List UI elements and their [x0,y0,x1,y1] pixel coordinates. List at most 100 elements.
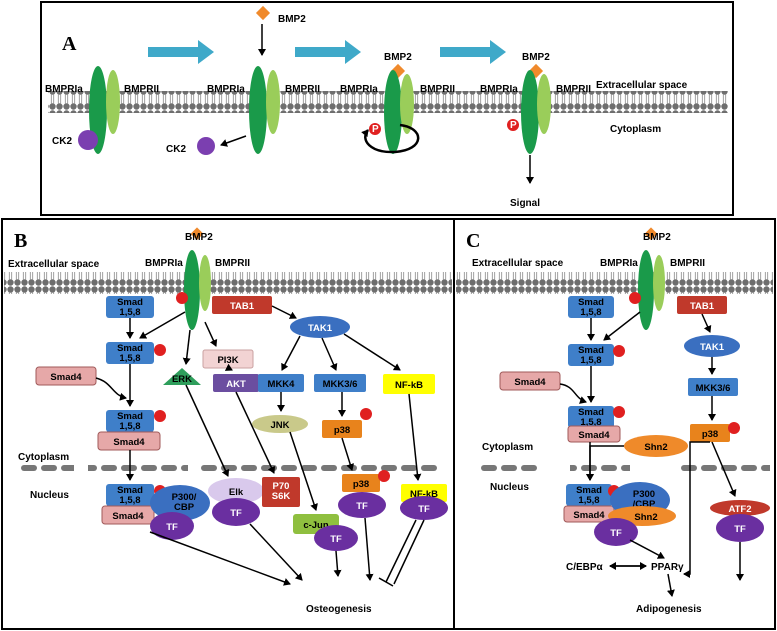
panel-b-letter: B [14,230,27,252]
panel-a: A BMPRIa BMPRII CK2 BMP2 BMPRIa BMPRII C… [40,1,734,216]
mkk4-label-b: MKK4 [268,379,296,390]
p38-label-c: p38 [702,429,718,440]
nuclear-membrane-b1 [20,463,74,471]
smad158-b3 [106,410,154,432]
receptor-complex-b [184,250,211,330]
smad158-b4 [106,484,154,506]
nuclear-membrane-b3 [200,463,440,471]
bmp2-label-c: BMP2 [643,232,671,243]
bmp2-label-b: BMP2 [185,232,213,243]
ck2-label-a1: CK2 [52,136,72,147]
erk-b [163,368,201,385]
ck2-bound [78,130,98,150]
tab1-c [677,296,727,314]
nucleus-label-b: Nucleus [30,490,69,501]
shn2-c1 [624,435,688,457]
cytoplasm-label-c: Cytoplasm [482,442,533,453]
phospho-p38-b2 [378,470,390,482]
elk-label-b: Elk [229,487,244,498]
tf-b4 [400,496,448,520]
panel-c-letter: C [466,230,480,252]
smad4-label-b2: Smad4 [113,437,145,448]
p38-label-b2: p38 [353,479,369,490]
p38-b1 [322,420,362,438]
receptor2-label-b: BMPRII [215,258,250,269]
smad158-c2 [568,344,614,366]
bmp2-label-a4: BMP2 [522,52,550,63]
nucleus-label-c: Nucleus [490,482,529,493]
panel-b-membrane [4,272,452,294]
mkk36-b [314,374,366,392]
tf-label-b1: TF [166,522,178,533]
cytoplasm-label-a: Cytoplasm [610,124,661,135]
tf-label-c2: TF [734,524,746,535]
signal-label: Signal [510,198,540,209]
p70s6k-b [262,477,300,507]
bmp2-label-a3: BMP2 [384,52,412,63]
p38-c [690,424,730,442]
phospho-p38-b1 [360,408,372,420]
tf-b3 [338,492,386,518]
ck2-label-a2: CK2 [166,144,186,155]
tf-c1 [594,518,638,546]
akt-b [213,374,259,392]
bmp2-label-a2: BMP2 [278,14,306,25]
panel-b: B Extracellular space BMP2 BMPRIa BMPRII… [1,218,455,630]
receptor1-label-a4: BMPRIa [480,84,518,95]
label-line: 1,5,8 [119,495,140,506]
phospho-receptor-b [176,292,188,304]
ck2-released [197,137,215,155]
tak1-label-c: TAK1 [700,342,725,353]
phospho-label-a4: P [510,120,517,131]
phospho-a4 [507,119,519,131]
jnk-label-b: JNK [270,420,289,431]
step-arrow-1 [148,40,214,64]
smad4-c2 [567,425,621,443]
smad4-b2 [97,431,161,451]
smad4-label-b1: Smad4 [50,372,82,383]
label-line: 1,5,8 [119,353,140,364]
jnk-b [252,415,308,433]
tf-b2 [212,498,260,526]
atf2-label-c: ATF2 [728,504,751,515]
receptor2-label-c: BMPRII [670,258,705,269]
nfkb-b1 [383,374,435,394]
cjun-label-b: c-Jun [303,520,329,531]
receptor-complex-a3 [384,70,414,154]
tf-label-b3: TF [356,501,368,512]
tf-label-b2: TF [230,508,242,519]
p38-b2 [342,474,380,492]
panel-b-arrows [95,305,425,587]
label-line: 1,5,8 [580,355,601,366]
extracellular-label-c: Extracellular space [472,258,564,269]
tf-label-b5: TF [330,534,342,545]
step-arrow-3 [440,40,506,64]
nuclear-membrane-c3 [680,463,770,471]
tf-b1 [150,512,194,540]
shn2-label-c2: Shn2 [634,512,657,523]
receptor1-label-c: BMPRIa [600,258,638,269]
extracellular-label-b: Extracellular space [8,259,100,270]
receptor2-label-a4: BMPRII [556,84,591,95]
receptor1-label-b: BMPRIa [145,258,183,269]
smad4-b3 [101,505,155,525]
label-line: 1,5,8 [119,307,140,318]
smad4-label-c1: Smad4 [514,377,546,388]
ppar-label: PPARγ [651,562,684,573]
phospho-smad-b2 [154,344,166,356]
label-line: S6K [272,491,291,502]
osteogenesis-label: Osteogenesis [306,604,372,615]
phospho-label-a3: P [372,124,379,135]
receptor2-label-a1: BMPRII [124,84,159,95]
receptor-complex-c [638,250,665,330]
smad158-c3 [568,406,614,428]
receptor2-label-a2: BMPRII [285,84,320,95]
arrow-ck2-release [220,135,247,147]
smad4-b1 [35,366,97,386]
adipogenesis-label: Adipogenesis [636,604,702,615]
